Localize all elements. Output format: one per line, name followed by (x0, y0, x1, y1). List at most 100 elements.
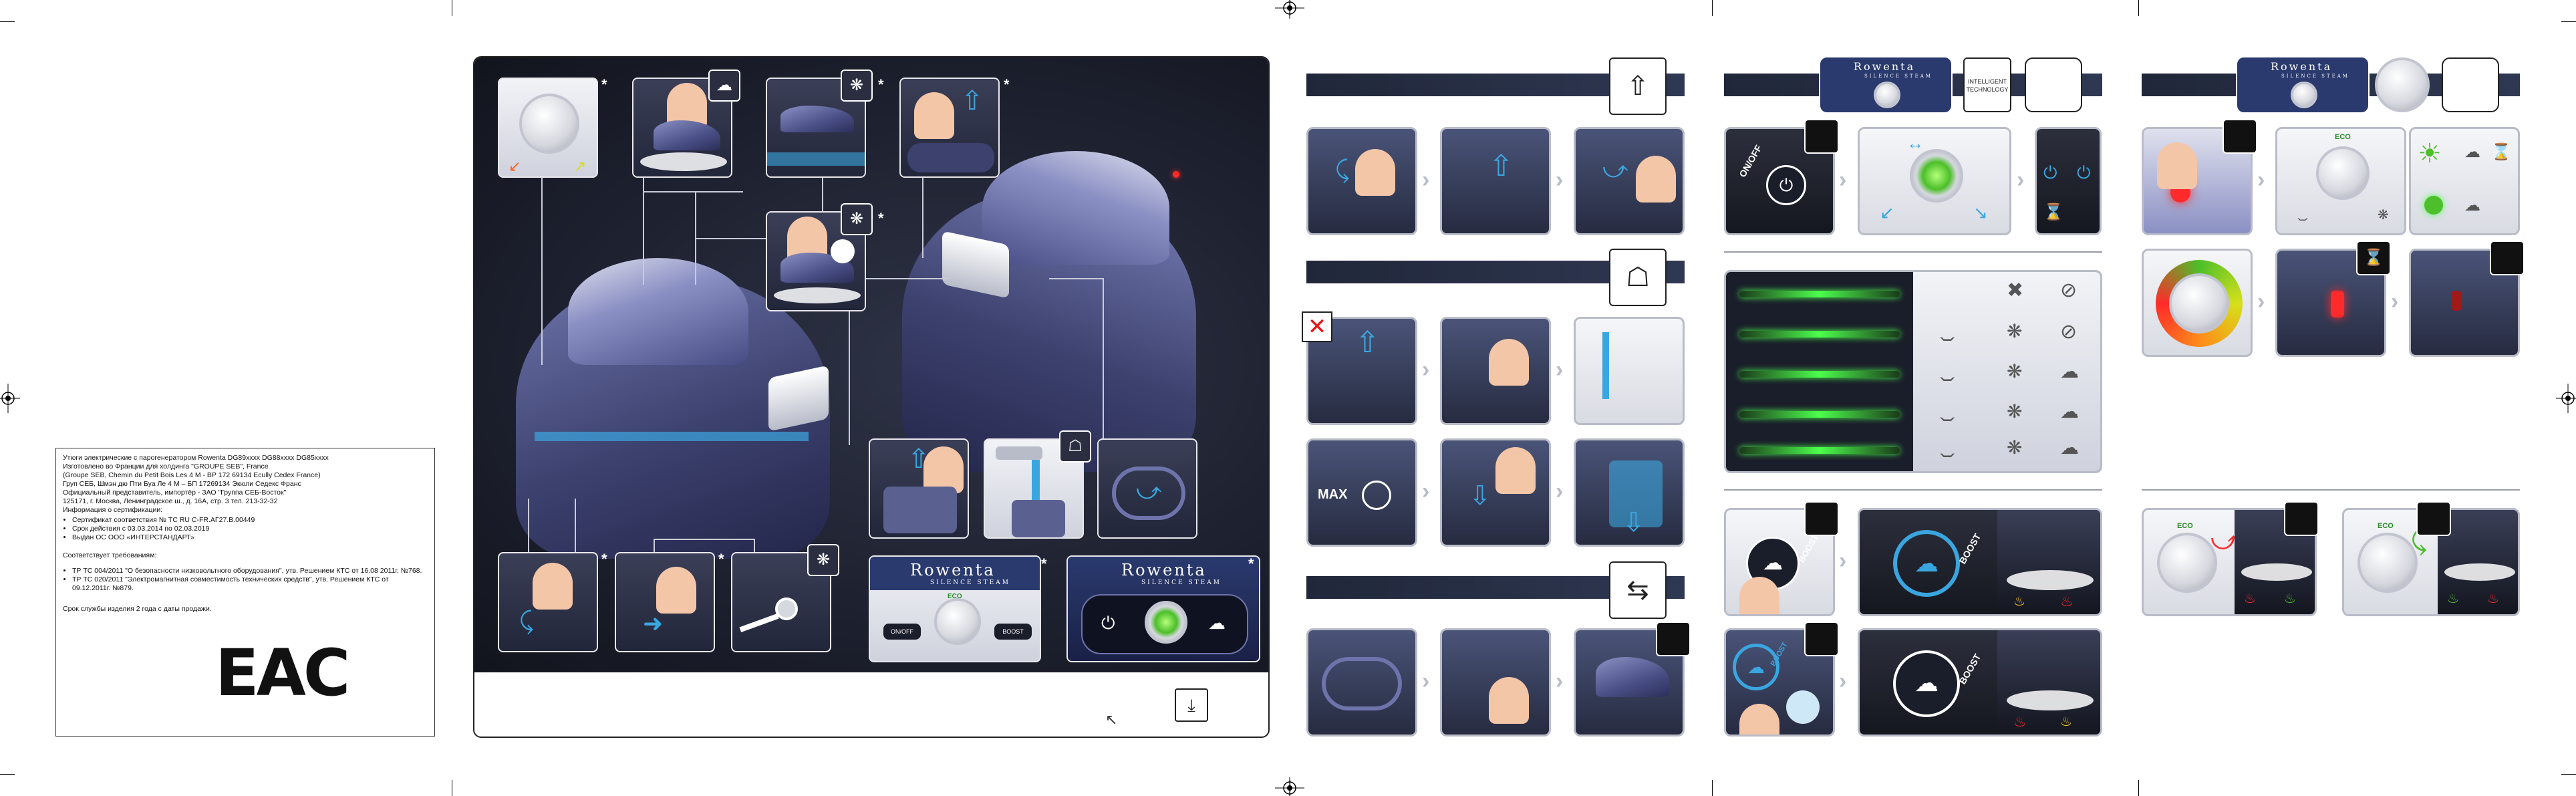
black-badge (1804, 119, 1839, 154)
download-icon[interactable]: ⤓ (1175, 688, 1208, 722)
crop-mark (2138, 0, 2139, 16)
onoff-label: ON/OFF (1737, 143, 1764, 179)
hand (533, 563, 573, 610)
no-iron-icon: ✖ (2007, 279, 2024, 301)
control-panel-a: Rowenta SILENCE STEAM ECO ON/OFF BOOST (869, 555, 1041, 662)
cert-line: 125171, г. Москва, Ленинградское ш., д. … (63, 497, 278, 505)
hand (2157, 142, 2197, 189)
temperature-dial-icon (2375, 57, 2430, 112)
iron (1596, 657, 1669, 697)
steam-cloud (640, 152, 727, 171)
leader-line (849, 278, 850, 445)
down-arrow-icon: ⇩ (1622, 508, 1645, 537)
step-tile (1440, 317, 1551, 425)
panel-dial (2169, 273, 2229, 334)
requirement-item: ТР ТС 004/2011 "О безопасности низковоль… (72, 567, 428, 575)
tank (883, 487, 957, 533)
heat-icon: ♨ (2447, 591, 2459, 606)
double-arrow-icon: ↔ (1906, 133, 1924, 153)
leader-line (1049, 278, 1103, 279)
tank (1012, 500, 1065, 537)
cert-line: Изготовлено во Франции для холдинга "GRO… (63, 462, 269, 471)
curved-arrow-icon: ⤻ (1602, 156, 1628, 183)
control-panel-mini: Rowenta SILENCE STEAM (2236, 56, 2370, 114)
water-tap-icon (996, 446, 1042, 460)
requirement-item: ТР ТС 020/2011 "Электромагнитная совмест… (72, 575, 428, 593)
next-arrow-icon: › (1839, 668, 1847, 694)
hand (1636, 156, 1676, 203)
hand (1739, 577, 1779, 614)
hand (656, 567, 696, 614)
rod (739, 613, 779, 633)
water-stream (1602, 332, 1609, 399)
asterisk: * (601, 76, 607, 93)
cord-storage (1112, 467, 1185, 520)
next-arrow-icon: › (2257, 167, 2265, 192)
product-overview-panel: ↙ ↗ * ☁ ❋ * ⇧ * ❋ * (473, 56, 1270, 738)
asterisk: * (1248, 555, 1254, 572)
temperature-dial (519, 94, 579, 154)
temperature-dial-thumb: ↙ ↗ (498, 78, 598, 178)
next-arrow-icon: › (2391, 289, 2399, 314)
steam-max-icon: ❋ (2007, 437, 2023, 458)
steam-cloud (2241, 563, 2312, 581)
asterisk: * (718, 551, 724, 567)
gear-icon: ❋ (841, 70, 873, 102)
black-badge (1804, 501, 1839, 536)
next-arrow-icon: › (1556, 479, 1564, 504)
step-tile (1440, 628, 1551, 737)
eco-label: ECO (948, 593, 962, 600)
cert-item: Срок действия с 03.03.2014 по 02.03.2019 (72, 525, 428, 533)
panel-dial (2316, 146, 2370, 200)
step-tile: ⤹ (1306, 127, 1417, 235)
timer-badge-icon (1656, 622, 1691, 656)
eco-dial-tile: ECO ⏡ ❋ (2275, 127, 2406, 235)
double-click-icon (1786, 690, 1820, 724)
panel-dial (2157, 533, 2217, 593)
control-panel-mini: Rowenta SILENCE STEAM (1819, 56, 1953, 114)
no-steam-icon: ⊘ (2060, 321, 2078, 343)
certification-box: Утюги электрические с парогенератором Ro… (55, 448, 435, 737)
next-arrow-icon: › (1422, 479, 1430, 504)
steam-low-icon: ❋ (2007, 321, 2023, 342)
leader-line (654, 539, 754, 540)
panel-dial (1910, 149, 1963, 203)
boost-active-tile: ☁ BOOST ♨ ♨ (1858, 508, 2102, 616)
onoff-button: ON/OFF (883, 624, 921, 640)
brand-logo: Rowenta (910, 561, 996, 579)
black-badge (2223, 119, 2257, 154)
dial-arrow-left: ↙ (509, 158, 521, 174)
red-led (2331, 291, 2344, 317)
hand (914, 92, 954, 139)
lift-cap-thumb: ⇧ (869, 438, 969, 539)
step-tile: ⇩ (1574, 438, 1685, 547)
iron-three-dots-icon: ⏡ (1940, 400, 1955, 421)
power-button: ⏻ (1766, 165, 1806, 205)
iron-steam-panel (1997, 510, 2100, 614)
boost-button: BOOST (994, 624, 1032, 640)
next-arrow-icon: › (1556, 357, 1564, 382)
leader-line (643, 191, 743, 192)
step-tile: MAX (1306, 438, 1417, 547)
temperature-dial-tile (2142, 249, 2253, 357)
boost-max-tile: ☁ BOOST ♨ ♨ (1858, 628, 2102, 737)
panel-dial (934, 598, 981, 645)
water-tap-icon: ☖ (1059, 430, 1091, 462)
magnifier (1362, 481, 1391, 510)
up-arrow-icon: ⇧ (961, 86, 984, 116)
onoff-step-tile: ON/OFF ⏻ (1724, 127, 1835, 235)
eco-down-tile: ECO ⤻ ♨ ♨ (2142, 508, 2317, 616)
power-led-icon: ⏻ (2043, 162, 2057, 182)
cert-title: Утюги электрические с парогенератором Ro… (63, 454, 329, 462)
arrow-icon: ↘ (1973, 203, 1988, 223)
settings-icons-column (1913, 272, 2100, 471)
iron-max-icon: ⏡ (1940, 436, 1955, 457)
eco-label: ECO (2378, 522, 2394, 530)
steam-mid-icon: ❋ (2378, 208, 2389, 223)
hand (1739, 704, 1779, 735)
iron-one-dot-icon: ⏡ (1940, 320, 1955, 341)
iron-two-dots-icon: ⏡ (1940, 360, 1955, 381)
step-tile (1574, 317, 1685, 425)
boost-icon: ☁ (1208, 613, 1226, 633)
curved-arrow-icon: ⤹ (1335, 156, 1350, 183)
